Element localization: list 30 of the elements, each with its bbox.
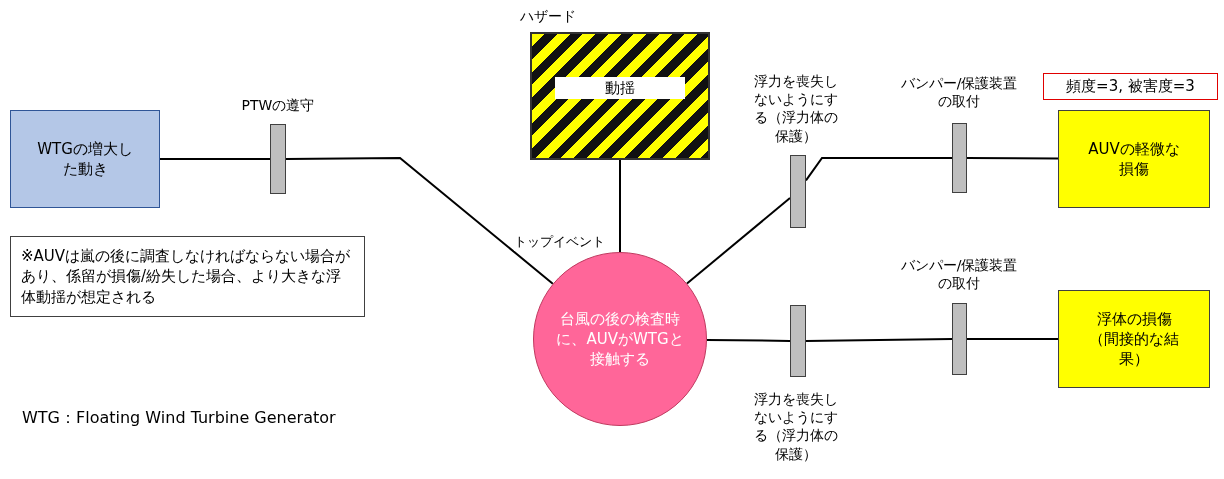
hazard-box [530, 32, 710, 160]
barrier-label: 浮力を喪失しないようにする（浮力体の保護） [753, 72, 839, 145]
barrier-bar [270, 124, 286, 194]
barrier-bar [952, 123, 967, 193]
cause-box: WTGの増大した動き [10, 110, 160, 208]
top-event-circle: 台風の後の検査時に、AUVがWTGと接触する [533, 252, 707, 426]
barrier-bar [790, 155, 806, 228]
barrier-label: バンパー/保護装置の取付 [899, 256, 1019, 293]
rating-box: 頻度=3, 被害度=3 [1043, 73, 1218, 100]
connector-line [159, 158, 271, 160]
connector-line [619, 159, 621, 253]
connector-line [966, 338, 1059, 340]
hazard-label: 動揺 [555, 76, 685, 100]
barrier-bar [790, 305, 806, 377]
barrier-label: バンパー/保護装置の取付 [899, 74, 1019, 111]
connector-line [285, 157, 554, 285]
top-event-label: トップイベント [514, 234, 605, 251]
consequence-box: AUVの軽微な損傷 [1058, 110, 1210, 208]
abbreviation-note: WTG：Floating Wind Turbine Generator [22, 408, 336, 429]
connector-line [686, 197, 791, 285]
connector-line [805, 338, 953, 342]
barrier-label: 浮力を喪失しないようにする（浮力体の保護） [753, 390, 839, 463]
connector-line [706, 339, 791, 342]
consequence-box: 浮体の損傷（間接的な結果） [1058, 290, 1210, 388]
connector-line [805, 157, 953, 182]
note-box: ※AUVは嵐の後に調査しなければならない場合があり、係留が損傷/紛失した場合、より大きな浮体動揺が想定される [10, 236, 365, 317]
barrier-bar [952, 303, 967, 375]
barrier-label: PTWの遵守 [240, 96, 316, 115]
connector-line [966, 157, 1059, 160]
hazard-heading: ハザード [520, 7, 577, 26]
